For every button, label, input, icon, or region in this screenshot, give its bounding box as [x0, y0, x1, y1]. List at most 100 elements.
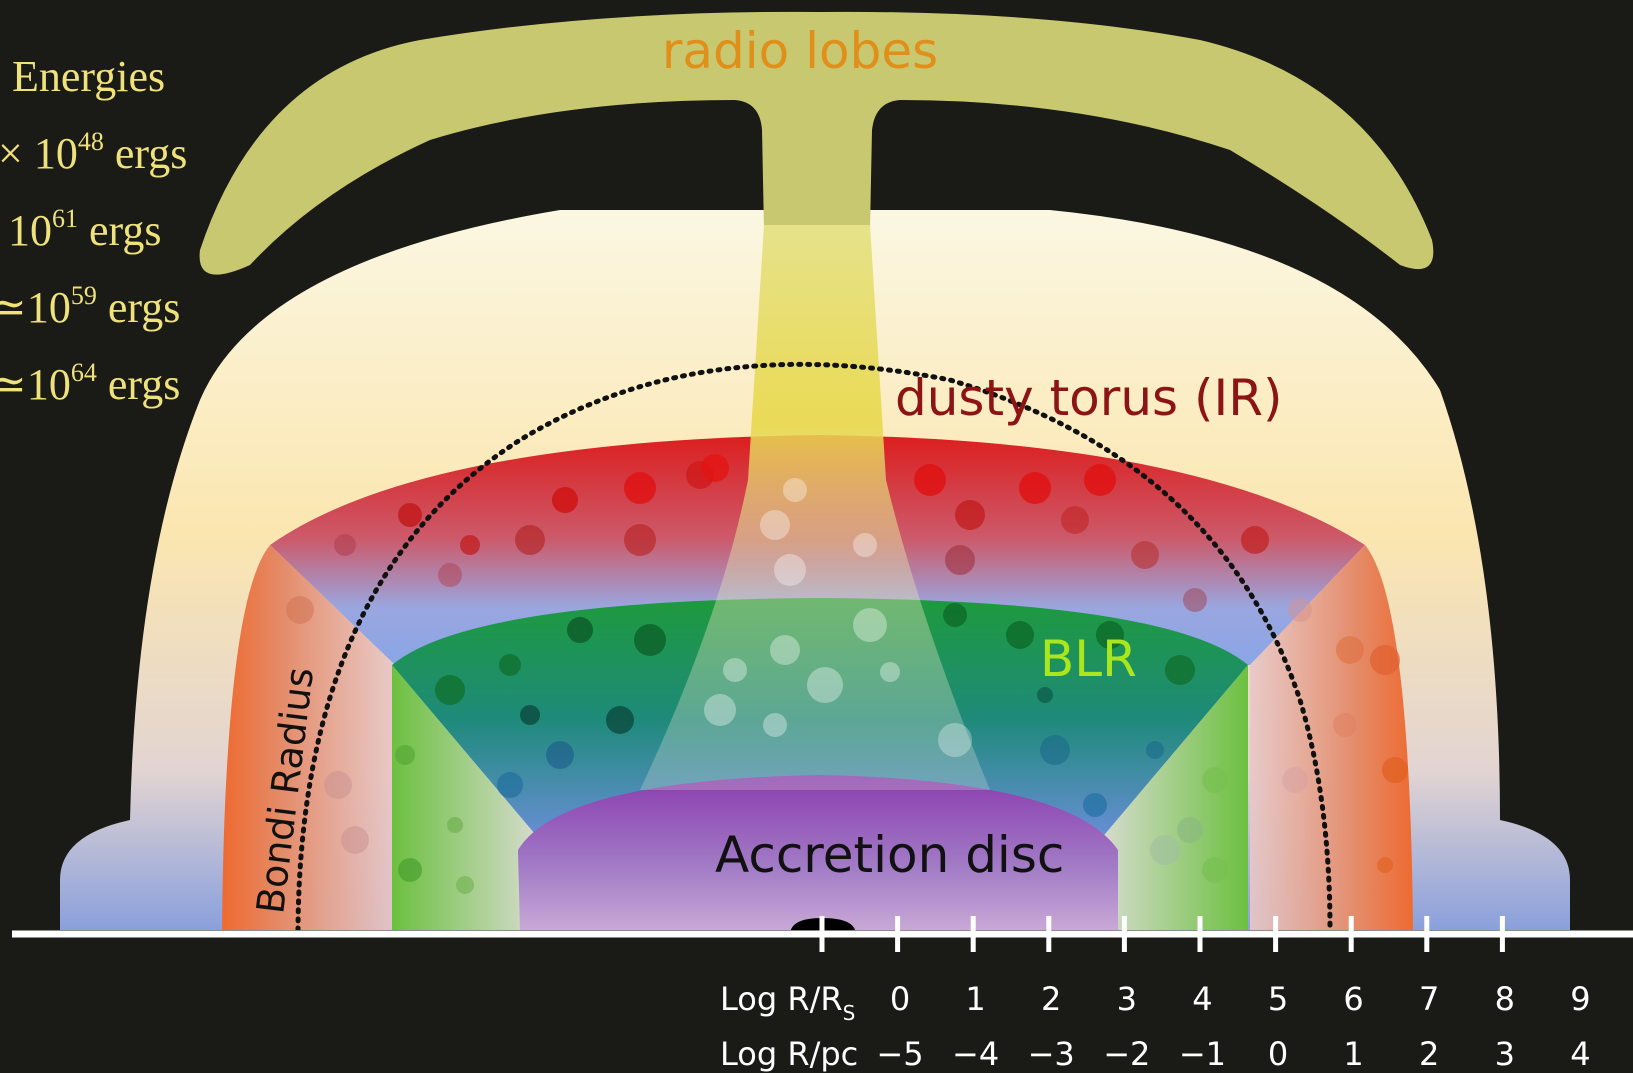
energy-row-1: × 1048 ergs — [0, 127, 188, 179]
pc-tick-label: −2 — [1103, 1035, 1150, 1073]
cloud-clump — [1040, 735, 1070, 765]
cloud-clump — [1288, 598, 1312, 622]
cloud-clump — [515, 525, 545, 555]
cloud-clump — [438, 563, 462, 587]
cloud-clump — [1061, 506, 1089, 534]
cloud-clump — [943, 603, 967, 627]
cloud-clump — [1006, 621, 1034, 649]
cloud-clump — [704, 694, 736, 726]
cloud-clump — [1019, 472, 1051, 504]
cloud-clump — [723, 658, 747, 682]
cloud-clump — [546, 741, 574, 769]
cloud-clump — [783, 478, 807, 502]
cloud-clump — [1202, 857, 1228, 883]
cloud-clump — [1037, 687, 1053, 703]
cloud-clump — [1382, 757, 1408, 783]
axis-ticks — [819, 916, 1505, 952]
axis-rs-label: Log R/RS — [720, 980, 855, 1025]
cloud-clump — [286, 596, 314, 624]
cloud-clump — [1131, 541, 1159, 569]
cloud-clump — [774, 554, 806, 586]
cloud-clump — [634, 624, 666, 656]
pc-tick-label: −4 — [952, 1035, 999, 1073]
energy-row-2: 1061 ergs — [8, 204, 162, 256]
cloud-clump — [1083, 793, 1107, 817]
cloud-clump — [1177, 817, 1203, 843]
pc-tick-label: 4 — [1570, 1035, 1590, 1073]
rs-tick-label: 2 — [1041, 980, 1061, 1018]
cloud-clump — [1165, 655, 1195, 685]
cloud-clump — [520, 705, 540, 725]
blr-wall-left — [392, 665, 540, 930]
rs-tick-label: 4 — [1192, 980, 1212, 1018]
blr-label: BLR — [1040, 630, 1137, 688]
energy-row-3: ≃1059 ergs — [0, 281, 181, 333]
cloud-clump — [853, 533, 877, 557]
torus-wall-right — [1250, 545, 1413, 930]
energies-panel: Energies × 1048 ergs 1061 ergs ≃1059 erg… — [0, 38, 240, 423]
radio-lobes-label: radio lobes — [662, 22, 938, 80]
rs-tick-label: 7 — [1419, 980, 1439, 1018]
cloud-clump — [1336, 636, 1364, 664]
cloud-clump — [435, 675, 465, 705]
rs-tick-label: 8 — [1495, 980, 1515, 1018]
pc-tick-label: −3 — [1028, 1035, 1075, 1073]
cloud-clump — [567, 617, 593, 643]
cloud-clump — [763, 713, 787, 737]
cloud-clump — [955, 500, 985, 530]
cloud-clump — [760, 510, 790, 540]
rs-tick-label: 0 — [890, 980, 910, 1018]
rs-tick-label: 1 — [965, 980, 985, 1018]
energy-row-4: ≃1064 ergs — [0, 358, 181, 410]
bondi-radius-arc — [295, 361, 1333, 933]
cloud-clump — [1377, 857, 1393, 873]
cloud-clump — [606, 706, 634, 734]
cloud-clump — [341, 826, 369, 854]
pc-tick-label: −5 — [876, 1035, 923, 1073]
cloud-clump — [1202, 767, 1228, 793]
accretion-disc-shape — [518, 775, 1118, 930]
pc-tick-label: 0 — [1268, 1035, 1288, 1073]
cloud-clump — [938, 723, 972, 757]
rs-tick-label: 6 — [1343, 980, 1363, 1018]
pc-tick-label: 1 — [1343, 1035, 1363, 1073]
cloud-clump — [499, 654, 521, 676]
cloud-clump — [447, 817, 463, 833]
cloud-clump — [701, 454, 729, 482]
rs-tick-label: 3 — [1117, 980, 1137, 1018]
cloud-clumps — [286, 454, 1408, 894]
cloud-clump — [1282, 767, 1308, 793]
cloud-clump — [398, 503, 422, 527]
cloud-clump — [853, 608, 887, 642]
cloud-clump — [1150, 835, 1180, 865]
cloud-clump — [460, 535, 480, 555]
axis-pc-label: Log R/pc — [720, 1035, 858, 1073]
pc-tick-label: −1 — [1179, 1035, 1226, 1073]
cloud-clump — [1370, 645, 1400, 675]
radio-lobes-shape — [199, 11, 1434, 275]
cloud-clump — [552, 487, 578, 513]
dusty-torus-label: dusty torus (IR) — [895, 369, 1282, 427]
cloud-clump — [880, 662, 900, 682]
cloud-clump — [624, 472, 656, 504]
energies-title: Energies — [12, 52, 166, 101]
cloud-clump — [1096, 621, 1124, 649]
cloud-clump — [1183, 588, 1207, 612]
pc-tick-label: 2 — [1419, 1035, 1439, 1073]
cloud-clump — [1241, 526, 1269, 554]
jet — [640, 225, 990, 790]
rs-tick-label: 5 — [1268, 980, 1288, 1018]
pc-tick-label: 3 — [1495, 1035, 1515, 1073]
cloud-clump — [624, 524, 656, 556]
cloud-clump — [1084, 464, 1116, 496]
cloud-clump — [770, 635, 800, 665]
accretion-disc-label: Accretion disc — [715, 826, 1064, 884]
cloud-clump — [497, 772, 523, 798]
cloud-clump — [914, 464, 946, 496]
cloud-clump — [1146, 741, 1164, 759]
cloud-clump — [456, 876, 474, 894]
cloud-clump — [398, 858, 422, 882]
cloud-clump — [945, 545, 975, 575]
